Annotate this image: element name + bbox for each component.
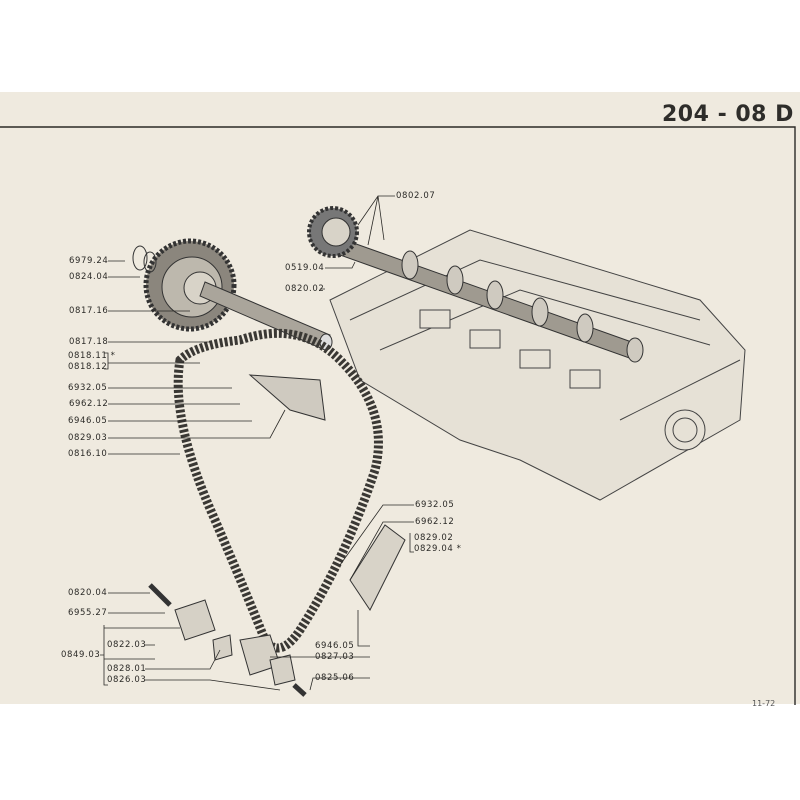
part-label: 0818.12 <box>68 362 108 372</box>
part-label: 0802.07 <box>396 191 436 201</box>
leader-lines <box>100 195 414 691</box>
part-label: 0827.03 <box>315 652 355 662</box>
part-label: 0818.11 * <box>68 351 116 361</box>
chain-tensioner <box>148 583 307 697</box>
part-label: 0828.01 <box>107 664 147 674</box>
part-label: 0822.03 <box>107 640 147 650</box>
part-label: 0849.03 <box>61 650 101 660</box>
part-label: 6932.05 <box>68 383 108 393</box>
part-label: 0829.02 <box>414 533 454 543</box>
part-label: 6962.12 <box>69 399 109 409</box>
frame-border <box>0 126 796 705</box>
part-label: 6979.24 <box>69 256 109 266</box>
part-label: 0826.03 <box>107 675 147 685</box>
timing-chain <box>173 328 383 653</box>
part-label: 6946.05 <box>315 641 355 651</box>
sheet-title: 204 - 08 D <box>662 102 794 127</box>
part-label: 0829.03 <box>68 433 108 443</box>
part-label: 0825.06 <box>315 673 355 683</box>
part-label: 0817.18 <box>69 337 109 347</box>
page-footer-date: 11-72 <box>752 699 776 708</box>
cylinder-head <box>329 229 746 501</box>
part-label: 6955.27 <box>68 608 108 618</box>
part-label: 6962.12 <box>415 517 455 527</box>
part-label: 0820.02 <box>285 284 325 294</box>
part-label: 6932.05 <box>415 500 455 510</box>
part-label: 0817.16 <box>69 306 109 316</box>
crankshaft-sprocket <box>132 238 333 351</box>
part-label: 0820.04 <box>68 588 108 598</box>
camshaft-sprocket <box>307 206 359 258</box>
part-label: 6946.05 <box>68 416 108 426</box>
part-label: 0816.10 <box>68 449 108 459</box>
part-label: 0519.04 <box>285 263 325 273</box>
part-label: 0824.04 <box>69 272 109 282</box>
upper-chain-guide <box>248 374 326 421</box>
camshaft <box>339 239 644 363</box>
right-chain-guide <box>349 524 406 611</box>
part-label: 0829.04 * <box>414 544 462 554</box>
